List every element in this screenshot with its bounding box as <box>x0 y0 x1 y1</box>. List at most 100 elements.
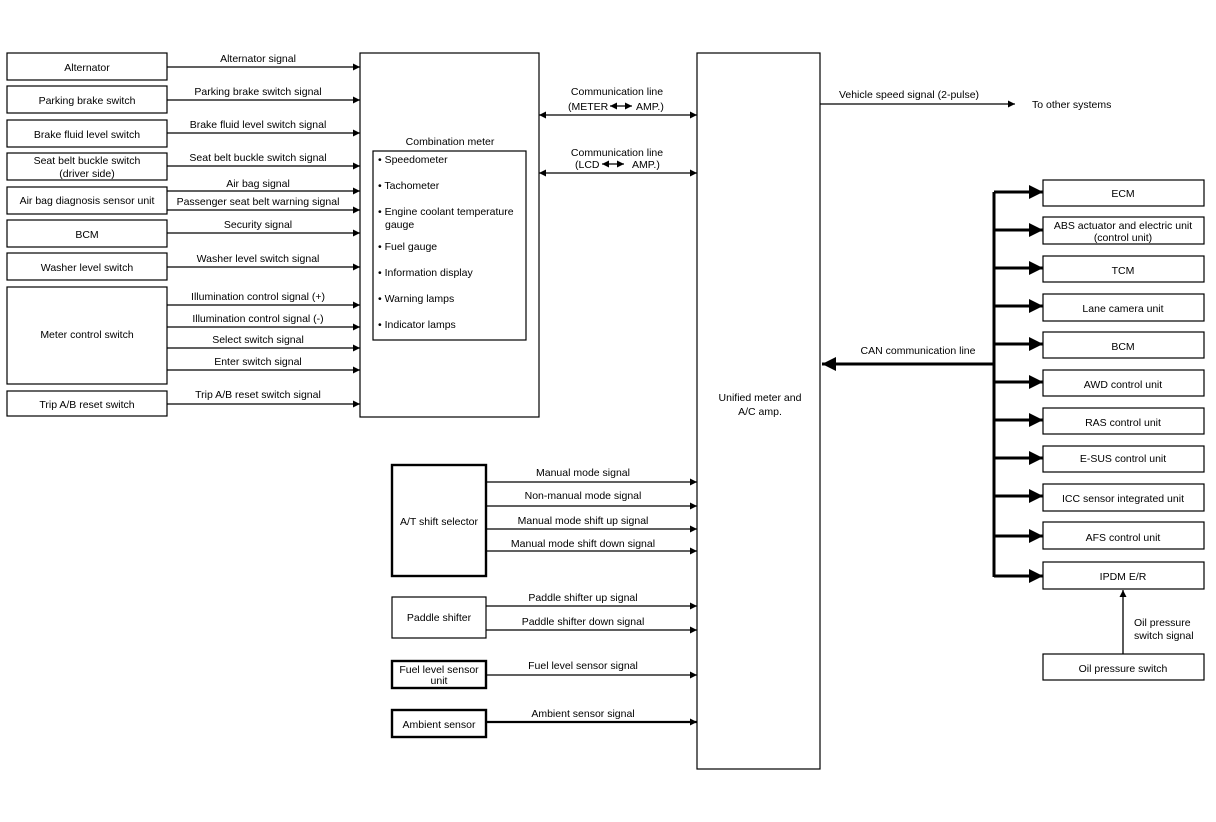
box-brake-fluid-label: Brake fluid level switch <box>34 129 140 141</box>
label-illum-plus-signal: Illumination control signal (+) <box>191 291 325 303</box>
box-alternator: Alternator <box>6 52 168 81</box>
paddle-shifter: Paddle shifter Paddle shifter up signal … <box>391 592 697 639</box>
ambient-sensor-label: Ambient sensor <box>403 719 476 731</box>
meter-item-speedometer: • Speedometer <box>378 154 448 166</box>
box-meter-control-label: Meter control switch <box>40 329 134 341</box>
can-communication-line: CAN communication line <box>822 185 1043 583</box>
label-enter-switch-signal: Enter switch signal <box>214 356 302 368</box>
left-signals: Alternator signal Parking brake switch s… <box>167 53 360 408</box>
label-parking-brake-signal: Parking brake switch signal <box>194 86 321 98</box>
label-alternator-signal: Alternator signal <box>220 53 296 65</box>
label-seat-belt-signal: Seat belt buckle switch signal <box>189 152 326 164</box>
can-unit-icc-label: ICC sensor integrated unit <box>1062 493 1184 505</box>
box-brake-fluid-level-switch: Brake fluid level switch <box>6 119 168 148</box>
fuel-sensor-label-2: unit <box>431 675 448 687</box>
at-shift-selector-label: A/T shift selector <box>400 516 479 528</box>
box-seat-belt-buckle-switch: Seat belt buckle switch (driver side) <box>6 152 168 181</box>
can-unit-tcm: TCM <box>1042 255 1205 283</box>
comm-line-1-from: (METER <box>568 101 609 113</box>
box-parking-brake-label: Parking brake switch <box>39 95 136 107</box>
meter-item-information-display: • Information display <box>378 267 473 279</box>
label-non-manual-mode: Non-manual mode signal <box>525 490 642 502</box>
box-trip-reset-switch: Trip A/B reset switch <box>6 390 168 417</box>
label-paddle-up: Paddle shifter up signal <box>528 592 637 604</box>
can-unit-abs: ABS actuator and electric unit (control … <box>1042 216 1205 245</box>
can-unit-lane-camera-label: Lane camera unit <box>1082 303 1163 315</box>
label-vehicle-speed-signal: Vehicle speed signal (2-pulse) <box>839 89 979 101</box>
box-meter-control-switch: Meter control switch <box>6 286 168 385</box>
label-oil-pressure-1: Oil pressure <box>1134 617 1191 629</box>
box-bcm-left-label: BCM <box>75 229 98 241</box>
can-unit-abs-label2: (control unit) <box>1094 232 1152 244</box>
label-air-bag-signal: Air bag signal <box>226 178 290 190</box>
box-seat-belt-label1: Seat belt buckle switch <box>34 155 141 167</box>
label-shift-down: Manual mode shift down signal <box>511 538 655 550</box>
can-unit-esus-label: E-SUS control unit <box>1080 453 1166 465</box>
at-shift-selector: A/T shift selector Manual mode signal No… <box>390 463 697 578</box>
label-shift-up: Manual mode shift up signal <box>518 515 649 527</box>
label-oil-pressure-2: switch signal <box>1134 630 1194 642</box>
can-unit-ecm: ECM <box>1042 179 1205 207</box>
label-illum-minus-signal: Illumination control signal (-) <box>192 313 323 325</box>
meter-item-fuel-gauge: • Fuel gauge <box>378 241 437 253</box>
comm-line-1-title: Communication line <box>571 86 663 98</box>
label-ambient-signal: Ambient sensor signal <box>531 708 634 720</box>
meter-item-coolant-gauge: gauge <box>385 219 414 231</box>
can-unit-icc: ICC sensor integrated unit <box>1042 483 1205 512</box>
box-seat-belt-label2: (driver side) <box>59 168 114 180</box>
box-bcm-left: BCM <box>6 219 168 248</box>
comm-line-meter-amp: Communication line (METER AMP.) <box>539 86 697 119</box>
meter-item-warning-lamps: • Warning lamps <box>378 293 454 305</box>
label-can-line: CAN communication line <box>861 345 976 357</box>
label-security-signal: Security signal <box>224 219 292 231</box>
can-unit-bcm: BCM <box>1042 331 1205 359</box>
fuel-sensor-label-1: Fuel level sensor <box>399 664 479 676</box>
label-passenger-seat-belt-signal: Passenger seat belt warning signal <box>177 196 340 208</box>
combination-meter: Combination meter • Speedometer • Tachom… <box>359 52 540 418</box>
unified-label-1: Unified meter and <box>719 392 802 404</box>
oil-pressure-switch-label: Oil pressure switch <box>1079 663 1168 675</box>
vehicle-speed-signal: Vehicle speed signal (2-pulse) To other … <box>820 89 1111 111</box>
label-washer-signal: Washer level switch signal <box>197 253 320 265</box>
can-unit-tcm-label: TCM <box>1112 265 1135 277</box>
comm-line-2-title: Communication line <box>571 147 663 159</box>
box-parking-brake-switch: Parking brake switch <box>6 85 168 114</box>
box-air-bag-diagnosis-sensor-unit: Air bag diagnosis sensor unit <box>6 186 168 215</box>
paddle-shifter-label: Paddle shifter <box>407 612 472 624</box>
label-select-switch-signal: Select switch signal <box>212 334 304 346</box>
ambient-sensor: Ambient sensor Ambient sensor signal <box>390 708 697 739</box>
label-fuel-level-signal: Fuel level sensor signal <box>528 660 638 672</box>
comm-line-2-from: (LCD <box>575 159 600 171</box>
box-washer-label: Washer level switch <box>41 262 134 274</box>
fuel-level-sensor-unit: Fuel level sensor unit Fuel level sensor… <box>390 659 697 690</box>
can-unit-esus: E-SUS control unit <box>1042 445 1205 473</box>
can-unit-abs-label1: ABS actuator and electric unit <box>1054 220 1192 232</box>
box-air-bag-label: Air bag diagnosis sensor unit <box>20 195 155 207</box>
can-unit-awd: AWD control unit <box>1042 369 1205 397</box>
can-unit-ipdm: IPDM E/R <box>1042 561 1205 590</box>
comm-line-2-to: AMP.) <box>632 159 660 171</box>
meter-item-coolant-temp: • Engine coolant temperature <box>378 206 514 218</box>
box-washer-level-switch: Washer level switch <box>6 252 168 281</box>
can-unit-ipdm-label: IPDM E/R <box>1100 571 1147 583</box>
unified-label-2: A/C amp. <box>738 406 782 418</box>
label-manual-mode: Manual mode signal <box>536 467 630 479</box>
combination-meter-title: Combination meter <box>406 136 495 148</box>
meter-item-indicator-lamps: • Indicator lamps <box>378 319 456 331</box>
can-unit-ecm-label: ECM <box>1111 188 1134 200</box>
can-unit-afs: AFS control unit <box>1042 521 1205 550</box>
can-unit-ras-label: RAS control unit <box>1085 417 1161 429</box>
comm-line-lcd-amp: Communication line (LCD AMP.) <box>539 147 697 177</box>
oil-pressure-switch: Oil pressure switch Oil pressure switch … <box>1042 590 1205 681</box>
can-unit-ras: RAS control unit <box>1042 407 1205 435</box>
label-brake-fluid-signal: Brake fluid level switch signal <box>190 119 327 131</box>
can-unit-afs-label: AFS control unit <box>1086 532 1161 544</box>
can-unit-lane-camera: Lane camera unit <box>1042 293 1205 322</box>
meter-item-tachometer: • Tachometer <box>378 180 440 192</box>
comm-line-1-to: AMP.) <box>636 101 664 113</box>
box-alternator-label: Alternator <box>64 62 110 74</box>
can-unit-awd-label: AWD control unit <box>1084 379 1162 391</box>
label-paddle-down: Paddle shifter down signal <box>522 616 645 628</box>
